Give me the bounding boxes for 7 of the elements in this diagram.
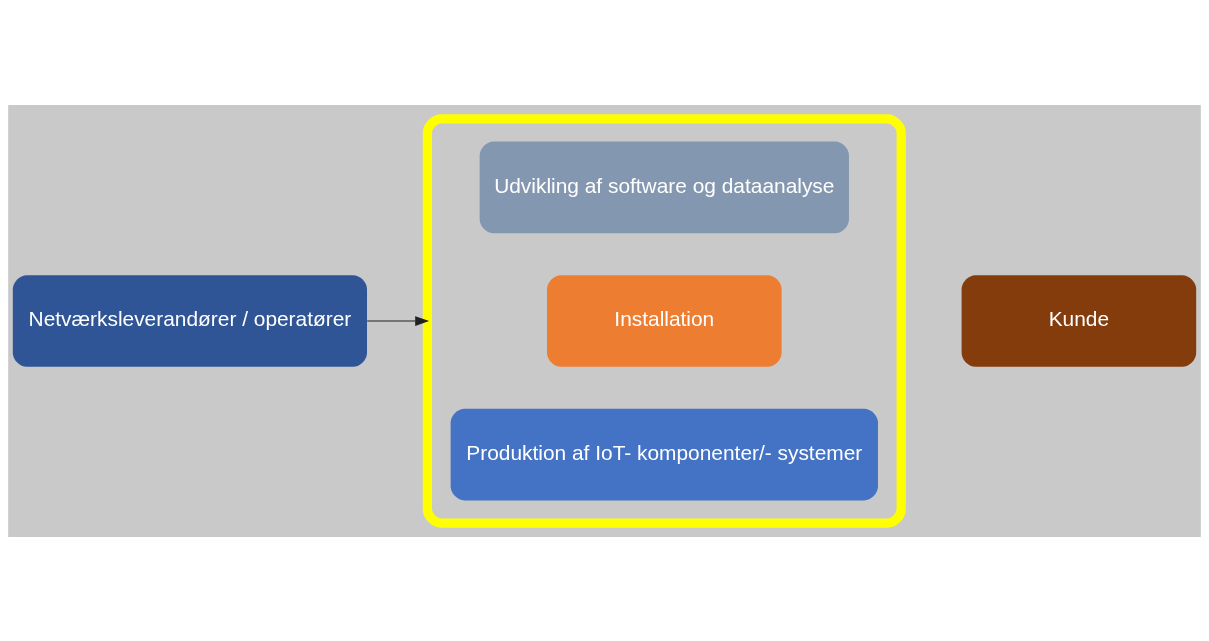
node-box: Netværksleverandører / operatører xyxy=(12,274,367,367)
cluster xyxy=(422,113,906,528)
node-box: Kunde xyxy=(961,274,1197,367)
arrow xyxy=(366,315,430,326)
node-box: Installation xyxy=(547,274,782,367)
node-box: Udvikling af software og dataanalyse xyxy=(479,141,849,233)
node-box: Produktion af IoT- komponenter/- systemer xyxy=(450,408,878,500)
